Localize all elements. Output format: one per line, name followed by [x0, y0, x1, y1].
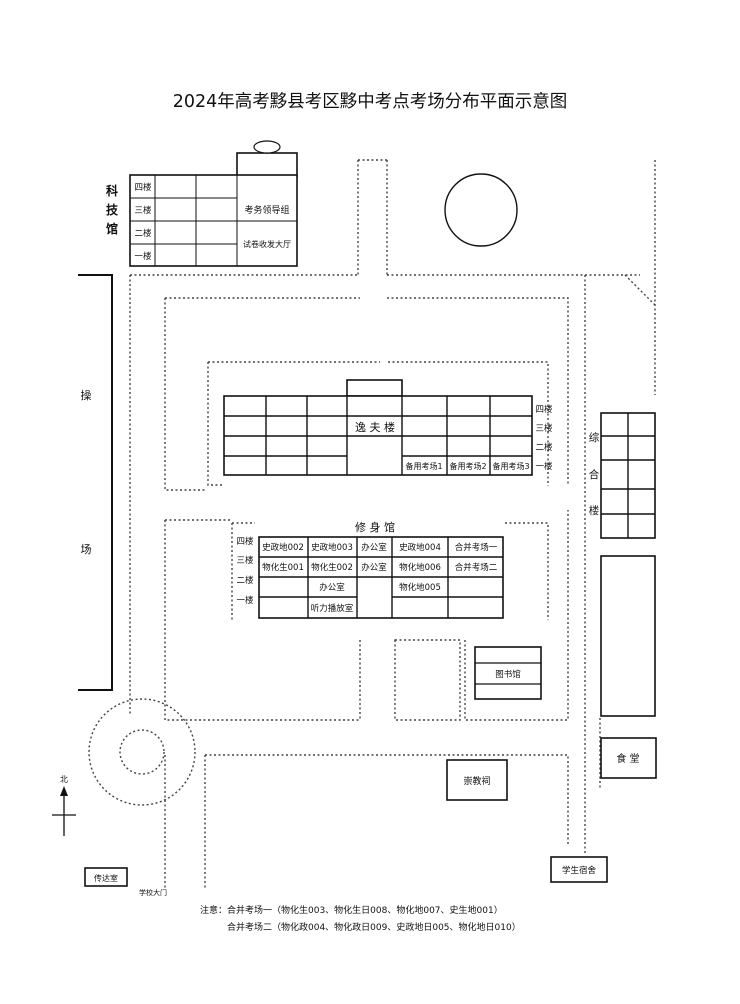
- roads: [88, 159, 656, 890]
- keji-label-2: 技: [106, 202, 119, 217]
- east-building: [600, 555, 656, 717]
- room-1-5: 合并考场一: [455, 542, 498, 553]
- yifu-backup-3: 备用考场3: [492, 461, 529, 471]
- room-2-5: 合并考场二: [455, 562, 498, 573]
- dorm-label: 学生宿舍: [562, 865, 597, 876]
- room-1-1: 史政地002: [262, 542, 304, 553]
- xiushen-floor-3: 三楼: [236, 555, 254, 566]
- yifu-name: 逸 夫 楼: [355, 420, 395, 434]
- zonghe-label-3: 楼: [589, 504, 600, 517]
- xiushen-floor-4: 四楼: [236, 536, 254, 547]
- north-label: 北: [60, 775, 68, 784]
- keji-room-papers: 试卷收发大厅: [243, 239, 291, 249]
- yifu-floor-3: 三楼: [535, 423, 553, 434]
- room-3-wuhuadi005: 物化地005: [399, 582, 441, 593]
- yifu-backup-1: 备用考场1: [405, 461, 442, 471]
- xiushen-name: 修 身 馆: [355, 520, 395, 534]
- playground-label-1: 操: [81, 388, 92, 402]
- keji-floor-3: 三楼: [134, 205, 152, 216]
- xiushen-floor-1: 一楼: [236, 595, 254, 606]
- xiushen-building: 修 身 馆 史政地002 史政地003 办公室 史政地004 合并考场一 物化生…: [236, 520, 504, 619]
- keji-room-leaders: 考务领导组: [244, 204, 289, 216]
- keji-label-3: 馆: [106, 221, 118, 236]
- chongjiao-label: 崇教祠: [463, 775, 490, 787]
- keji-label-1: 科: [106, 183, 118, 198]
- xiushen-floor-2: 二楼: [236, 575, 254, 586]
- chongjiao-temple: 崇教祠: [446, 759, 508, 801]
- room-2-4: 物化地006: [399, 562, 441, 573]
- playground: 操 场: [78, 274, 113, 691]
- yifu-floor-4: 四楼: [535, 404, 553, 415]
- library-label: 图书馆: [495, 669, 521, 680]
- keji-floor-1: 一楼: [134, 251, 152, 262]
- gate-label: 学校大门: [139, 888, 167, 897]
- yifu-floor-2: 二楼: [535, 442, 553, 453]
- room-2-2: 物化生002: [311, 562, 353, 573]
- room-3-office: 办公室: [319, 582, 345, 593]
- zonghe-building: 综 合 楼: [589, 412, 656, 539]
- guard-room: 传达室: [84, 867, 128, 887]
- zonghe-label-2: 合: [589, 468, 600, 481]
- circle-plaza: [444, 173, 518, 247]
- room-2-3: 办公室: [361, 562, 387, 573]
- room-2-1: 物化生001: [262, 562, 304, 573]
- library: 图书馆: [474, 646, 542, 700]
- page-title: 2024年高考黟县考区黟中考点考场分布平面示意图: [173, 92, 568, 112]
- playground-label-2: 场: [81, 542, 92, 556]
- yifu-backup-2: 备用考场2: [449, 461, 486, 471]
- keji-floor-2: 二楼: [134, 228, 152, 239]
- room-listening: 听力播放室: [311, 603, 354, 614]
- canteen: 食 堂: [600, 737, 657, 779]
- keji-building: 科 技 馆 四楼 三楼 二楼 一楼 考务领导组 试卷收发大厅: [106, 140, 298, 267]
- room-1-3: 办公室: [361, 542, 387, 553]
- keji-floor-4: 四楼: [134, 182, 152, 193]
- note-line-2: 合并考场二（物化政004、物化政日009、史政地日005、物化地日010）: [227, 921, 521, 933]
- room-1-4: 史政地004: [399, 542, 441, 553]
- canteen-label: 食 堂: [616, 752, 639, 765]
- guard-label: 传达室: [94, 873, 118, 883]
- yifu-building: 逸 夫 楼 备用考场1 备用考场2 备用考场3 四楼 三楼 二楼 一楼: [223, 379, 553, 476]
- yifu-floor-1: 一楼: [535, 461, 553, 472]
- note-line-1: 注意：合并考场一（物化生003、物化生日008、物化地007、史生地001）: [200, 904, 503, 916]
- room-1-2: 史政地003: [311, 542, 353, 553]
- north-arrow-icon: 北: [52, 775, 76, 836]
- zonghe-label-1: 综: [589, 431, 600, 444]
- dormitory: 学生宿舍: [550, 856, 608, 883]
